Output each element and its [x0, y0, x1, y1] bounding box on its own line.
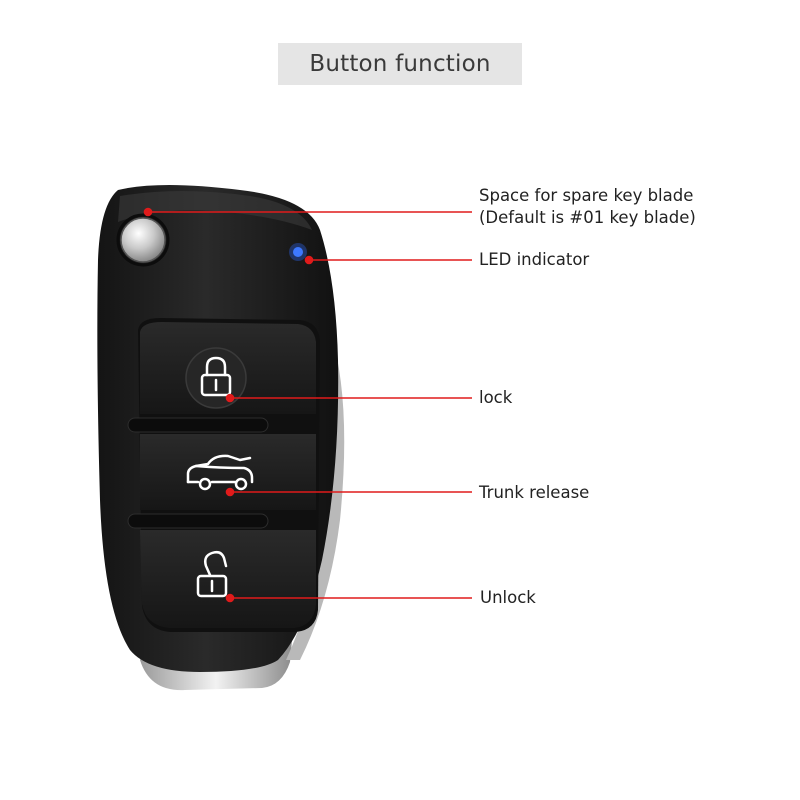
unlocked-padlock-icon	[196, 550, 228, 598]
pin-shadow	[116, 213, 170, 267]
locked-padlock-icon	[200, 356, 232, 397]
key-blade-release-pin	[120, 217, 166, 263]
unlock-button[interactable]	[140, 530, 316, 628]
led-indicator	[293, 247, 303, 257]
trunk-release-button[interactable]	[140, 434, 316, 510]
button-divider	[127, 513, 269, 529]
callout-spare-key-blade: Space for spare key blade (Default is #0…	[479, 185, 696, 229]
car-trunk-icon	[186, 454, 254, 491]
leader-dot-spare-blade	[143, 207, 153, 217]
button-divider	[127, 417, 269, 433]
callout-unlock: Unlock	[480, 588, 536, 607]
callout-led-indicator: LED indicator	[479, 250, 590, 269]
callout-lock: lock	[479, 388, 513, 407]
leader-lines	[143, 207, 472, 603]
leader-dot-led	[304, 255, 314, 265]
body-highlight	[118, 191, 312, 230]
callout-trunk-release: Trunk release	[479, 483, 590, 502]
lock-button[interactable]	[140, 322, 316, 414]
leader-dot-unlock	[225, 593, 235, 603]
page-title: Button function	[278, 43, 522, 85]
callout-spare-key-blade-line2: (Default is #01 key blade)	[479, 208, 696, 227]
leader-dot-trunk	[225, 487, 235, 497]
callout-spare-key-blade-line1: Space for spare key blade	[479, 186, 694, 205]
leader-dot-lock	[225, 393, 235, 403]
